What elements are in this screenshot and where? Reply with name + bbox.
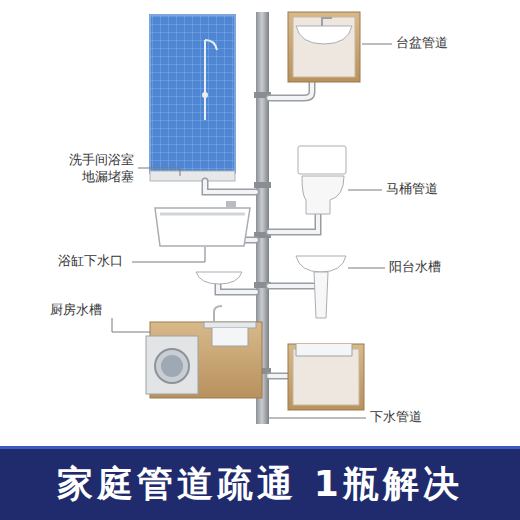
kitchen-cabinet — [146, 306, 262, 398]
pedestal-basin — [296, 256, 346, 318]
banner-band: 家庭管道疏通 1瓶解决 — [0, 446, 520, 520]
banner-text: 家庭管道疏通 1瓶解决 — [57, 460, 463, 509]
callout-label: 厨房水槽 — [50, 302, 102, 319]
callout-label: 阳台水槽 — [389, 259, 441, 276]
leader-lines — [112, 44, 392, 418]
callout-label: 台盆管道 — [396, 35, 448, 52]
vanity-cabinet — [288, 12, 360, 82]
callout-label: 洗手间浴室 地漏堵塞 — [64, 152, 134, 186]
callout-label: 浴缸下水口 — [58, 253, 123, 270]
toilet — [298, 146, 346, 214]
sink-cabinet — [288, 344, 364, 410]
wash-basin — [196, 272, 242, 284]
bathtub — [155, 201, 250, 246]
shower-cabin — [150, 15, 235, 181]
callout-label: 马桶管道 — [386, 181, 438, 198]
callout-label: 下水管道 — [370, 409, 422, 426]
